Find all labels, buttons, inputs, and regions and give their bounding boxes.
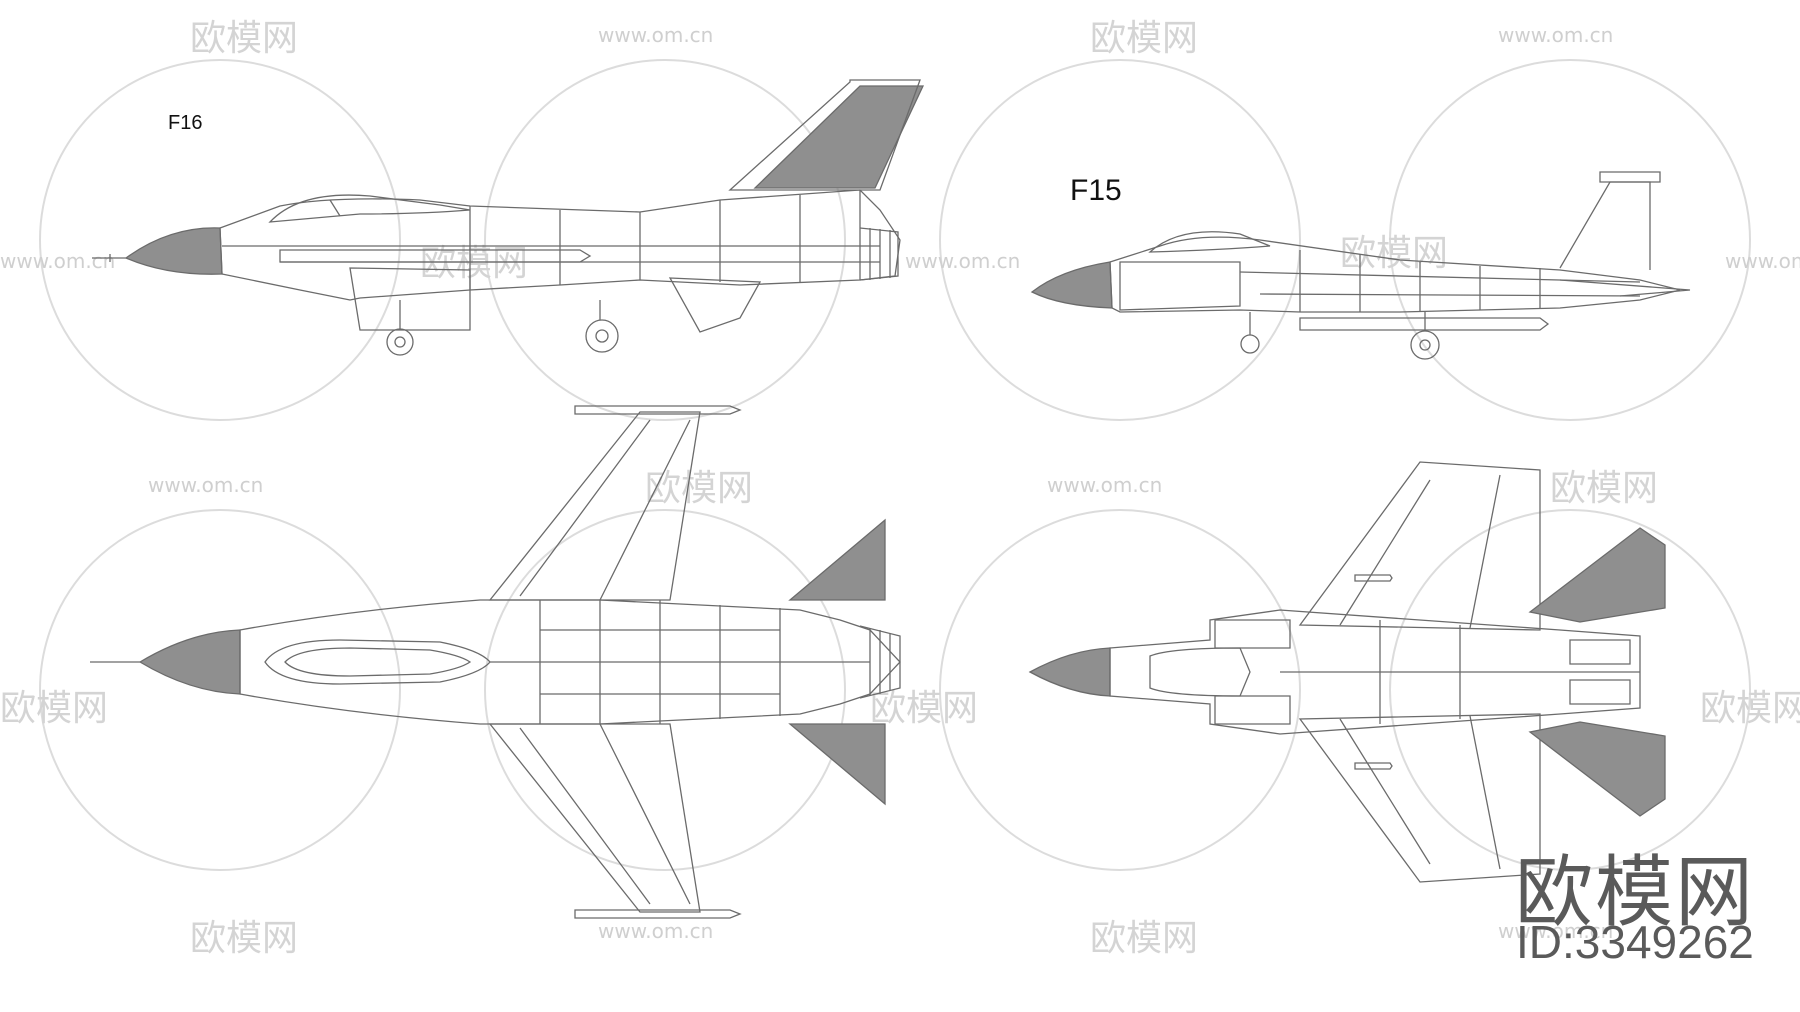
f16-nose-cone (124, 227, 223, 275)
watermark-brand: 欧模网 (420, 243, 528, 284)
f15-stabilizer-lower (1528, 721, 1666, 817)
f15-label: F15 (1070, 174, 1122, 207)
watermark-site: www.om.cn (148, 473, 263, 497)
watermark-site: www.om.cn (905, 249, 1020, 273)
watermark-site: www.om.cn (1725, 249, 1800, 273)
watermark-layer (39, 59, 1751, 871)
watermark-brand: 欧模网 (1090, 918, 1198, 959)
watermark-site: www.om.cn (598, 23, 713, 47)
watermark-site: www.om.cn (0, 249, 115, 273)
watermark-brand: 欧模网 (190, 918, 298, 959)
f15-stabilizer-upper (1528, 527, 1666, 623)
watermark-site: www.om.cn (1498, 23, 1613, 47)
watermark-brand: 欧模网 (0, 688, 108, 729)
watermark-brand: 欧模网 (1700, 688, 1800, 729)
f16-side-view (92, 79, 925, 356)
f16-label: F16 (168, 112, 203, 134)
watermark-brand: 欧模网 (870, 688, 978, 729)
f15-side-view (1030, 171, 1691, 360)
watermark-site: www.om.cn (1498, 919, 1613, 943)
f15-top-nose-cone (1028, 647, 1111, 697)
f16-stabilizer-upper (788, 518, 886, 601)
f16-tail-fin (753, 85, 925, 189)
watermark-brand: 欧模网 (645, 468, 753, 509)
f15-nose-cone (1030, 261, 1113, 309)
f16-top-nose-cone (138, 629, 241, 695)
f16-top-view (90, 405, 901, 919)
watermark-brand: 欧模网 (1090, 18, 1198, 59)
asset-id: ID:3349262 (1516, 916, 1754, 968)
f16-stabilizer-lower (788, 723, 886, 806)
watermark-brand: 欧模网 (1550, 468, 1658, 509)
f15-top-view (1028, 461, 1666, 883)
watermark-site: www.om.cn (598, 919, 713, 943)
watermark-brand: 欧模网 (190, 18, 298, 59)
watermark-site: www.om.cn (1047, 473, 1162, 497)
watermark-brand-large: 欧模网 (1515, 848, 1756, 938)
